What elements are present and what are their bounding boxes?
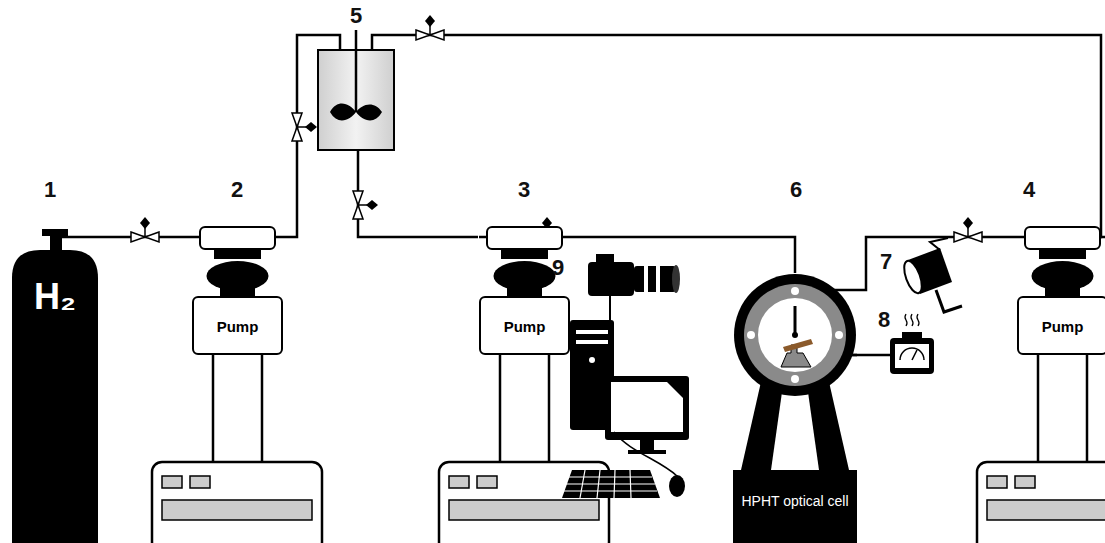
syringe-pump: Pump: [192, 226, 283, 355]
syringe-pump: Pump: [1017, 226, 1105, 355]
callout-number: 3: [518, 179, 530, 201]
callout-number: 1: [44, 179, 56, 201]
callout-number: 2: [231, 179, 243, 201]
node-label: Pump: [479, 297, 570, 355]
callout-number: 4: [1023, 179, 1035, 201]
node-label: H₂: [10, 272, 100, 322]
node-outline: [10, 228, 100, 543]
node-outline: [479, 226, 570, 355]
callout-number: 6: [790, 179, 802, 201]
syringe-pump: Pump: [479, 226, 570, 355]
node-label: Pump: [1017, 297, 1105, 355]
gas-cylinder: H₂: [10, 228, 100, 543]
callout-number: 9: [552, 257, 564, 279]
node-outline: [192, 226, 283, 355]
callout-number: 8: [878, 309, 890, 331]
node-label: Pump: [192, 297, 283, 355]
optical-cell: HPHT optical cell: [733, 273, 857, 543]
node-outline: [1017, 226, 1105, 355]
callout-number: 5: [350, 5, 362, 27]
node-label: HPHT optical cell: [733, 470, 857, 532]
callout-number: 7: [880, 251, 892, 273]
